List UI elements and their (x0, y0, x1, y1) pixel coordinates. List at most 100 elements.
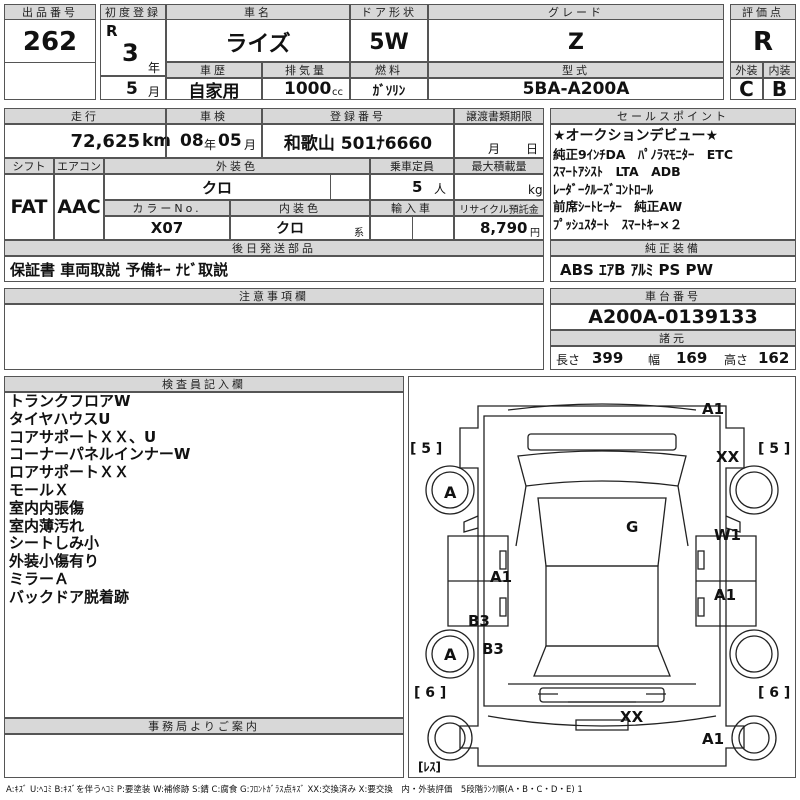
office-header: 事務局よりご案内 (4, 718, 404, 734)
grade-header: グレード (428, 4, 724, 20)
ext-color-box (104, 174, 370, 200)
plate-header: 登録番号 (262, 108, 454, 124)
inspector-header: 検査員記入欄 (4, 376, 404, 392)
ext-color-header: 外装色 (104, 158, 370, 174)
inspector-list: トランクフロアW タイヤハウスU コアサポートＸＸ、U コーナーパネルインナーW… (9, 392, 190, 607)
tire-label-left-front: [ 5 ] (410, 441, 443, 457)
insp-year-unit: 年 (204, 137, 217, 152)
office-box (4, 734, 404, 778)
length: 399 (592, 349, 624, 367)
fuel-box (350, 78, 428, 100)
reg-month: 5 (126, 79, 138, 99)
int-color-suffix: 系 (354, 227, 364, 239)
color-no: X07 (150, 219, 184, 237)
parts: 保証書 車両取説 予備ｷｰ ﾅﾋﾞ取説 (10, 260, 229, 279)
equipment-box (550, 256, 796, 282)
height-label: 高さ (724, 352, 749, 367)
reg-year: 3 (122, 39, 139, 67)
inspector-line: 外装小傷有り (9, 552, 100, 571)
lot-no-header: 出品番号 (4, 4, 96, 20)
shift-header: シフト (4, 158, 54, 174)
sales-point-line: ﾚｰﾀﾞｰｸﾙｰｽﾞｺﾝﾄﾛｰﾙ (553, 181, 654, 197)
inspector-line: トランクフロアW (9, 392, 131, 410)
damage-mark: A1 (702, 730, 725, 748)
cc-unit: cc (332, 86, 343, 98)
ext-header: 外装 (730, 62, 763, 78)
displacement: 1000 (284, 79, 332, 99)
recycle-box (454, 216, 544, 240)
door-header: ドア形状 (350, 4, 428, 20)
capacity-box (370, 174, 454, 200)
sales-point-line: ★オークションデビュー★ (553, 128, 719, 144)
mileage-header: 走行 (4, 108, 166, 124)
inspector-line: タイヤハウスU (9, 409, 111, 428)
inspector-line: ロアサポートＸＸ (9, 463, 130, 482)
recycle-unit: 円 (530, 227, 540, 239)
int-color-box (230, 216, 370, 240)
sales-point-line: 前席ｼｰﾄﾋｰﾀｰ 純正AW (553, 199, 683, 214)
inspector-line: 室内薄汚れ (9, 516, 85, 535)
damage-mark: A (444, 482, 457, 502)
sales-point-header: セールスポイント (550, 108, 796, 124)
damage-mark: A1 (702, 400, 725, 418)
reg-year-unit: 年 (148, 60, 161, 75)
color-no-header: カラーNo. (104, 200, 230, 216)
ac-box (54, 174, 104, 240)
plate-box (262, 124, 454, 158)
width-label: 幅 (648, 352, 661, 367)
inspector-line: バックドア脱着跡 (9, 587, 130, 606)
sales-point-line: ﾌﾟｯｼｭｽﾀｰﾄ ｽﾏｰﾄｷｰ×２ (553, 216, 683, 232)
sales-point-line: ｽﾏｰﾄｱｼｽﾄ LTA ADB (553, 164, 681, 179)
damage-mark: A1 (714, 586, 737, 604)
length-label: 長さ (556, 352, 581, 367)
legend: A:ｷｽﾞ U:ﾍｺﾐ B:ｷｽﾞを伴うﾍｺﾐ P:要塗装 W:補修跡 S:錆 … (6, 785, 583, 795)
car-diagram (425, 403, 779, 767)
plate: 和歌山 501ﾅ6660 (283, 133, 433, 154)
notes-box (4, 304, 544, 370)
chassis-header: 車台番号 (550, 288, 796, 304)
transfer-day: 日 (526, 141, 539, 156)
damage-mark: G (626, 518, 639, 536)
damage-mark: XX (716, 448, 740, 466)
int-color-header: 内装色 (230, 200, 370, 216)
displacement-box (262, 78, 350, 100)
chassis-box (550, 304, 796, 330)
damage-mark: A (444, 644, 457, 664)
notes-header: 注意事項欄 (4, 288, 544, 304)
parts-box (4, 256, 544, 282)
int-header: 内装 (763, 62, 796, 78)
sales-point-box (550, 124, 796, 240)
mileage: 72,625 (70, 130, 140, 152)
recycle: 8,790 (480, 219, 528, 237)
inspection-box (166, 124, 262, 158)
mileage-unit: km (142, 131, 172, 151)
history: 自家用 (188, 81, 240, 102)
history-box (166, 78, 262, 100)
equipment-header: 純正装備 (550, 240, 796, 256)
max-load-box (454, 174, 544, 200)
insp-month: 05 (218, 131, 242, 151)
capacity-unit: 人 (434, 181, 447, 196)
grade: Z (568, 29, 584, 55)
door-type: 5W (369, 29, 409, 55)
displacement-header: 排気量 (262, 62, 350, 78)
ext-color: クロ (201, 178, 232, 197)
damage-mark: A1 (490, 568, 513, 586)
diagram-box (408, 376, 796, 778)
sales-point-line: 純正9ｲﾝﾁDA ﾊﾟﾉﾗﾏﾓﾆﾀｰ ETC (553, 146, 733, 162)
ac-header: エアコン (54, 158, 104, 174)
int-color: クロ (276, 221, 304, 237)
month-box (100, 76, 166, 100)
equipment: ABS ｴｱB ｱﾙﾐ PS PW (560, 260, 714, 279)
tire-label-right-rear: [ 6 ] (758, 685, 791, 701)
insp-year: 08 (180, 131, 204, 151)
chassis-no: A200A-0139133 (588, 306, 758, 328)
inspector-line: コアサポートＸＸ、U (9, 427, 157, 446)
int-grade: B (771, 77, 788, 101)
score-header: 評価点 (730, 4, 796, 20)
inspector-line: 室内内張傷 (9, 498, 85, 517)
fuel-header: 燃料 (350, 62, 428, 78)
model-header: 型式 (428, 62, 724, 78)
reg-month-unit: 月 (148, 84, 161, 99)
damage-mark: W1 (714, 526, 741, 544)
